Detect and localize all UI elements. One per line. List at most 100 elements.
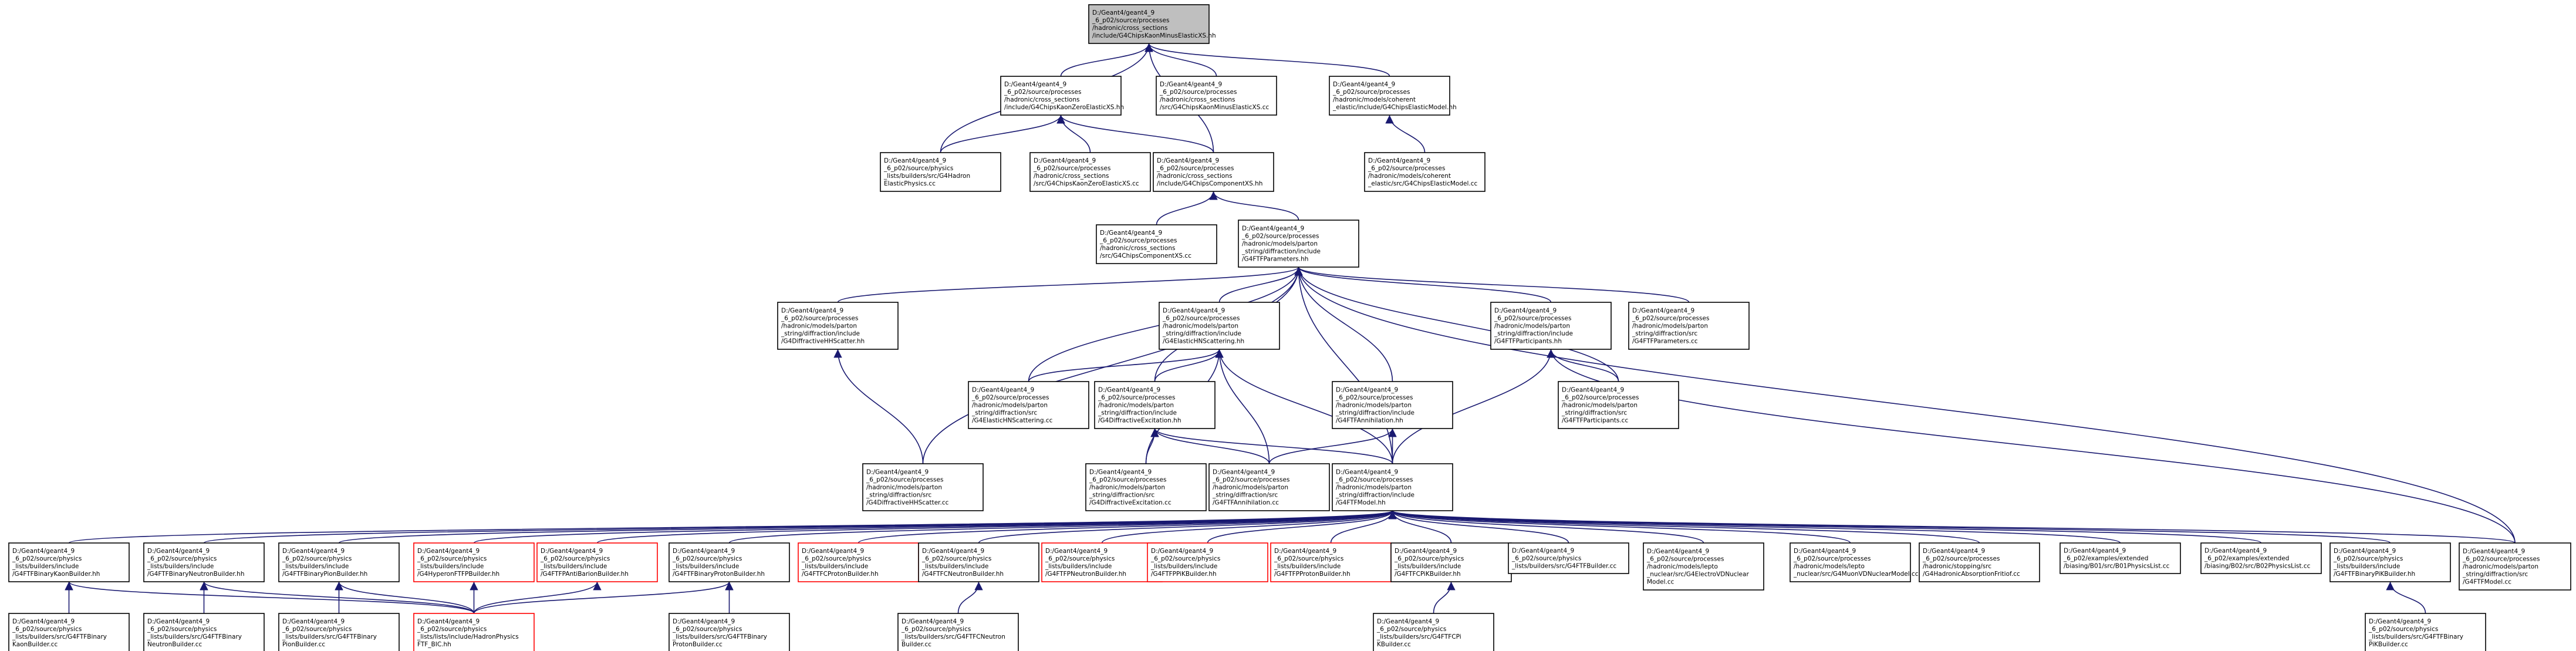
node-ftfpNeutronhh[interactable]: D:/Geant4/geant4_9_6_p02/source/physics_… [1041, 542, 1163, 582]
node-hadronPhysicsFTFBIChh[interactable]: D:/Geant4/geant4_9_6_p02/source/physics_… [413, 613, 535, 651]
node-elasticHNScatteringcc[interactable]: D:/Geant4/geant4_9_6_p02/source/processe… [968, 381, 1089, 429]
node-hyperonFTFPhh[interactable]: D:/Geant4/geant4_9_6_p02/source/physics_… [413, 542, 535, 582]
node-box [1329, 76, 1450, 116]
node-label-line: /G4DiffractiveExcitation.hh [1098, 417, 1181, 424]
node-zeroXShh[interactable]: D:/Geant4/geant4_9_6_p02/source/processe… [1000, 76, 1124, 116]
node-box [777, 302, 899, 350]
node-box [143, 613, 265, 651]
node-box [1153, 152, 1274, 192]
edge-binaryProtonhh-to-ftfModelhh [728, 510, 1397, 544]
node-elasticHNScatteringhh[interactable]: D:/Geant4/geant4_9_6_p02/source/processe… [1159, 302, 1280, 350]
node-binaryPioncc[interactable]: D:/Geant4/geant4_9_6_p02/source/physics_… [278, 613, 400, 651]
node-box [1085, 463, 1207, 511]
node-label-line: /hadronic/cross_sections [1160, 96, 1235, 103]
node-binaryKaoncc[interactable]: D:/Geant4/geant4_9_6_p02/source/physics_… [8, 613, 130, 651]
node-vNuclearModelcc[interactable]: D:/Geant4/geant4_9_6_p02/source/processe… [1643, 542, 1764, 591]
node-label-line: _elastic/include/G4ChipsElasticModel.hh [1332, 104, 1457, 111]
node-ftfBuildercc[interactable]: D:/Geant4/geant4_9_6_p02/source/physics_… [1508, 542, 1629, 574]
node-label-line: _6_p02/source/physics [2368, 626, 2438, 633]
node-binaryPionhh[interactable]: D:/Geant4/geant4_9_6_p02/source/physics_… [278, 542, 400, 582]
node-componentXShh[interactable]: D:/Geant4/geant4_9_6_p02/source/processe… [1153, 152, 1274, 192]
node-box [8, 542, 130, 582]
node-antiBarionhh[interactable]: D:/Geant4/geant4_9_6_p02/source/physics_… [536, 542, 658, 582]
node-label-line: _lists/lists/include/HadronPhysics [417, 633, 519, 640]
node-box [1029, 152, 1151, 192]
node-ftfModelhh[interactable]: D:/Geant4/geant4_9_6_p02/source/processe… [1332, 463, 1453, 511]
node-absorptionFritiofcc[interactable]: D:/Geant4/geant4_9_6_p02/source/processe… [1919, 542, 2040, 582]
dependency-edge [1150, 428, 1270, 464]
node-binaryPicc[interactable]: D:/Geant4/geant4_9_6_p02/source/physics_… [2365, 613, 2486, 651]
node-diffractiveExcitationhh[interactable]: D:/Geant4/geant4_9_6_p02/source/processe… [1094, 381, 1216, 429]
node-b02PhysicsListcc[interactable]: D:/Geant4/geant4_9_6_p02/examples/extend… [2200, 542, 2322, 574]
node-label-line: D:/Geant4/geant4_9 [1151, 548, 1213, 555]
node-box [1364, 152, 1485, 192]
edge-ftfParticipantshh-to-ftfParametershh [1294, 267, 1552, 303]
node-box [1208, 463, 1330, 511]
node-ftfAnnihilationhh[interactable]: D:/Geant4/geant4_9_6_p02/source/processe… [1332, 381, 1453, 429]
node-label-line: _6_p02/source/physics [417, 626, 487, 633]
node-ftfModelcc[interactable]: D:/Geant4/geant4_9_6_p02/source/processe… [2459, 542, 2571, 591]
dependency-edge [1389, 510, 2516, 544]
node-ftfcNeutroncc[interactable]: D:/Geant4/geant4_9_6_p02/source/physics_… [897, 613, 1019, 651]
node-label-line: /G4FTFParameters.cc [1632, 338, 1698, 345]
node-binaryPihh[interactable]: D:/Geant4/geant4_9_6_p02/source/physics_… [2329, 542, 2451, 582]
node-label-line: _lists/builders/src/G4FTFCNeutron [901, 633, 1005, 640]
node-root[interactable]: D:/Geant4/geant4_9_6_p02/source/processe… [1088, 4, 1216, 44]
node-label-line: _6_p02/source/physics [540, 555, 610, 562]
dependency-edge [1294, 267, 2516, 544]
dependency-edge [1268, 428, 1397, 464]
node-ftfAnnihilationcc[interactable]: D:/Geant4/geant4_9_6_p02/source/processe… [1208, 463, 1330, 511]
node-ftfcNeutronhh[interactable]: D:/Geant4/geant4_9_6_p02/source/physics_… [918, 542, 1039, 582]
node-label-line: PiKBuilder.cc [2369, 641, 2408, 648]
node-box [1390, 542, 1512, 582]
node-label-line: _lists/builders/include [2333, 563, 2400, 570]
node-diffractiveExcitationcc[interactable]: D:/Geant4/geant4_9_6_p02/source/processe… [1085, 463, 1207, 511]
node-componentXScc[interactable]: D:/Geant4/geant4_9_6_p02/source/processe… [1096, 224, 1217, 264]
node-label-line: D:/Geant4/geant4_9 [866, 469, 929, 476]
node-binaryNeutronhh[interactable]: D:/Geant4/geant4_9_6_p02/source/physics_… [143, 542, 265, 582]
node-label-line: D:/Geant4/geant4_9 [802, 548, 864, 555]
node-ftfParameterscc[interactable]: D:/Geant4/geant4_9_6_p02/source/processe… [1628, 302, 1750, 350]
node-binaryProtonhh[interactable]: D:/Geant4/geant4_9_6_p02/source/physics_… [669, 542, 790, 582]
node-ftfcPicc[interactable]: D:/Geant4/geant4_9_6_p02/source/physics_… [1373, 613, 1494, 651]
node-label-line: _6_p02/source/physics [282, 626, 352, 633]
edge-ftfcNeutronhh-to-ftfModelhh [978, 510, 1397, 544]
node-label-line: D:/Geant4/geant4_9 [1647, 548, 1709, 555]
node-label-line: /include/G4ChipsKaonZeroElasticXS.hh [1004, 104, 1124, 111]
node-label-line: _6_p02/source/processes [1335, 394, 1413, 402]
node-label-line: D:/Geant4/geant4_9 [2334, 548, 2396, 555]
node-minusXScc[interactable]: D:/Geant4/geant4_9_6_p02/source/processe… [1156, 76, 1277, 116]
node-label-line: _6_p02/source/processes [1368, 165, 1445, 172]
node-ftfpProtonhh[interactable]: D:/Geant4/geant4_9_6_p02/source/physics_… [1270, 542, 1392, 582]
node-ftfParametershh[interactable]: D:/Geant4/geant4_9_6_p02/source/processe… [1238, 220, 1359, 268]
node-ftfParticipantshh[interactable]: D:/Geant4/geant4_9_6_p02/source/processe… [1490, 302, 1612, 350]
edge-chipsElasticModelcc-to-chipsElasticModelhh [1385, 114, 1426, 153]
node-label-line: _6_p02/source/physics [2333, 555, 2403, 562]
node-label-line: D:/Geant4/geant4_9 [902, 618, 964, 625]
node-binaryNeutroncc[interactable]: D:/Geant4/geant4_9_6_p02/source/physics_… [143, 613, 265, 651]
node-zeroXScc[interactable]: D:/Geant4/geant4_9_6_p02/source/processe… [1029, 152, 1151, 192]
node-label-line: /G4DiffractiveHHScatter.hh [781, 338, 865, 345]
node-ftfpPihh[interactable]: D:/Geant4/geant4_9_6_p02/source/physics_… [1147, 542, 1268, 582]
edge-binaryPicc-to-binaryPihh [2386, 581, 2426, 614]
node-chipsElasticModelcc[interactable]: D:/Geant4/geant4_9_6_p02/source/processe… [1364, 152, 1485, 192]
node-label-line: /G4FTFPPiKBuilder.hh [1151, 571, 1217, 578]
node-label-line: /hadronic/models/lepto [1647, 564, 1718, 571]
node-muonVDNuclearModelcc[interactable]: D:/Geant4/geant4_9_6_p02/source/processe… [1790, 542, 1919, 582]
node-label-line: /hadronic/models/parton [1163, 323, 1238, 330]
node-ftfcProtonhh[interactable]: D:/Geant4/geant4_9_6_p02/source/physics_… [798, 542, 919, 582]
node-diffractiveHHScattercc[interactable]: D:/Geant4/geant4_9_6_p02/source/processe… [862, 463, 984, 511]
node-box [1643, 542, 1764, 591]
node-binaryKaonhh[interactable]: D:/Geant4/geant4_9_6_p02/source/physics_… [8, 542, 130, 582]
node-b01PhysicsListcc[interactable]: D:/Geant4/geant4_9_6_p02/examples/extend… [2060, 542, 2181, 574]
node-ftfcPihh[interactable]: D:/Geant4/geant4_9_6_p02/source/physics_… [1390, 542, 1512, 582]
node-ftfParticipantscc[interactable]: D:/Geant4/geant4_9_6_p02/source/processe… [1558, 381, 1679, 429]
node-hadronElasticPhysics[interactable]: D:/Geant4/geant4_9_6_p02/source/physics_… [880, 152, 1001, 192]
node-diffractiveHHScatterhh[interactable]: D:/Geant4/geant4_9_6_p02/source/processe… [777, 302, 899, 350]
node-label-line: _string/diffraction/src [2462, 571, 2528, 578]
node-label-line: _string/diffraction/src [1561, 410, 1627, 417]
node-label-line: /biasing/B01/src/B01PhysicsList.cc [2064, 563, 2170, 570]
node-binaryProtoncc[interactable]: D:/Geant4/geant4_9_6_p02/source/physics_… [669, 613, 790, 651]
node-chipsElasticModelhh[interactable]: D:/Geant4/geant4_9_6_p02/source/processe… [1329, 76, 1457, 116]
dependency-edge [1389, 510, 2391, 544]
